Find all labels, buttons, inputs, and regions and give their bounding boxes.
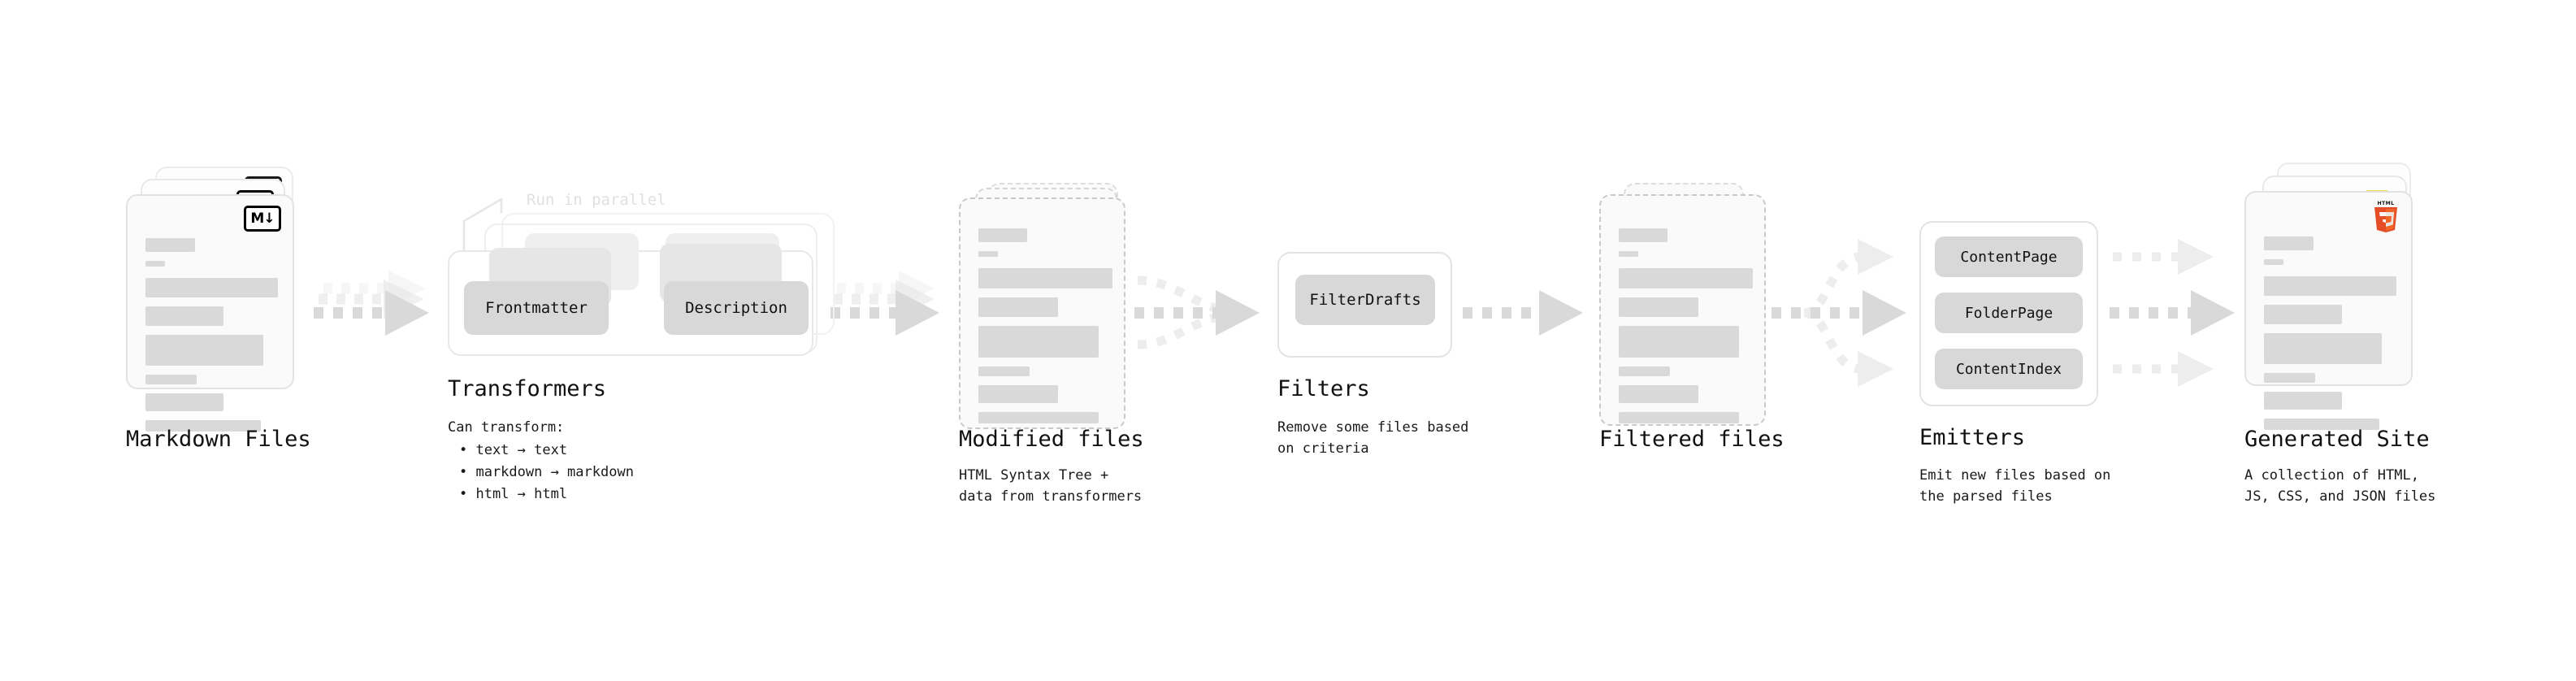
run-in-parallel-label: Run in parallel xyxy=(527,191,666,209)
svg-text:HTML: HTML xyxy=(2377,201,2394,206)
filter-pill-filterdrafts[interactable]: FilterDrafts xyxy=(1295,275,1435,325)
content-bar xyxy=(1619,251,1638,257)
markdown-card-bars xyxy=(145,238,278,440)
arrow-filters-to-filtered xyxy=(1463,290,1583,336)
content-bar xyxy=(978,385,1058,403)
content-bar xyxy=(2264,276,2396,296)
modified-card-bars xyxy=(978,228,1112,432)
markdown-files-label: Markdown Files xyxy=(126,427,311,452)
content-bar xyxy=(145,261,165,267)
content-bar xyxy=(978,228,1027,242)
content-bar xyxy=(2264,305,2342,324)
content-bar xyxy=(1619,385,1698,403)
content-bar xyxy=(978,297,1058,317)
content-bar xyxy=(1619,412,1739,423)
generated-site-desc-2: JS, CSS, and JSON files xyxy=(2244,488,2436,505)
content-bar xyxy=(145,335,263,366)
modified-files-desc-2: data from transformers xyxy=(959,488,1143,505)
transformers-desc-item-3: • html → html xyxy=(459,486,568,502)
arrow-emitters-to-site xyxy=(2110,239,2235,387)
arrow-transformers-to-modified xyxy=(830,271,939,336)
content-bar xyxy=(1619,367,1670,376)
markdown-badge: M↓ xyxy=(244,206,281,232)
emitter-pill-contentpage[interactable]: ContentPage xyxy=(1935,236,2083,277)
filtered-files-label: Filtered files xyxy=(1599,427,1785,452)
content-bar xyxy=(145,278,278,297)
content-bar xyxy=(2264,236,2314,250)
content-bar xyxy=(1619,297,1698,317)
content-bar xyxy=(978,367,1030,376)
modified-files-desc-1: HTML Syntax Tree + xyxy=(959,467,1109,484)
modified-files-label: Modified files xyxy=(959,427,1144,452)
transformers-desc-head: Can transform: xyxy=(448,419,565,436)
transformer-pill-description[interactable]: Description xyxy=(664,281,809,335)
filtered-file-card-front xyxy=(1599,194,1766,426)
filtered-card-bars xyxy=(1619,228,1753,432)
content-bar xyxy=(978,251,998,257)
content-bar xyxy=(145,420,261,432)
arrow-filtered-to-emitters xyxy=(1772,239,1906,387)
transformers-desc-item-2: • markdown → markdown xyxy=(459,464,634,480)
content-bar xyxy=(2264,373,2315,383)
arrow-markdown-to-transformers xyxy=(314,271,429,336)
content-bar xyxy=(2264,333,2382,364)
emitters-desc-2: the parsed files xyxy=(1919,488,2053,505)
modified-file-card-front xyxy=(959,197,1125,429)
filters-desc-1: Remove some files based xyxy=(1277,419,1469,436)
arrow-modified-to-filters xyxy=(1134,275,1260,349)
content-bar xyxy=(978,326,1099,358)
content-bar xyxy=(1619,268,1753,288)
emitters-desc-1: Emit new files based on xyxy=(1919,467,2111,484)
content-bar xyxy=(1619,326,1739,358)
generated-site-desc-1: A collection of HTML, xyxy=(2244,467,2419,484)
generated-file-card-front: HTML xyxy=(2244,191,2413,430)
content-bar xyxy=(145,238,195,252)
content-bar xyxy=(1619,228,1667,242)
content-bar xyxy=(978,412,1099,423)
transformers-label: Transformers xyxy=(448,376,607,401)
content-bar xyxy=(2264,259,2283,265)
content-bar xyxy=(145,375,197,384)
emitter-pill-contentindex[interactable]: ContentIndex xyxy=(1935,349,2083,389)
content-bar xyxy=(2264,392,2342,410)
transformer-pill-frontmatter[interactable]: Frontmatter xyxy=(464,281,609,335)
generated-card-bars xyxy=(2264,236,2396,439)
transformers-desc-item-1: • text → text xyxy=(459,442,568,458)
markdown-file-card-front: M↓ xyxy=(126,194,294,432)
content-bar xyxy=(978,268,1112,288)
filters-label: Filters xyxy=(1277,376,1370,401)
emitter-pill-folderpage[interactable]: FolderPage xyxy=(1935,293,2083,333)
generated-site-label: Generated Site xyxy=(2244,427,2430,452)
content-bar xyxy=(145,306,223,326)
emitters-label: Emitters xyxy=(1919,425,2026,450)
html5-icon: HTML xyxy=(2374,201,2397,232)
filters-desc-2: on criteria xyxy=(1277,440,1369,457)
content-bar xyxy=(145,393,223,411)
content-bar xyxy=(2264,419,2379,430)
